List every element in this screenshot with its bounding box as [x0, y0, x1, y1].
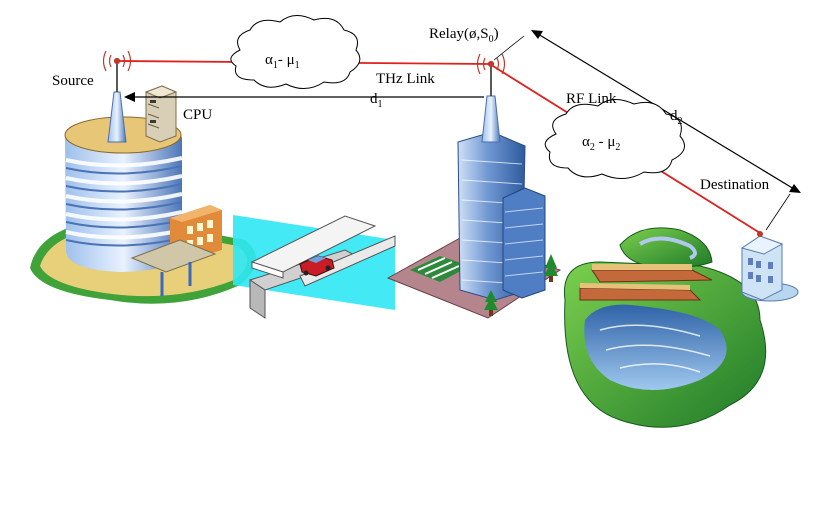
relay-label-leader [493, 35, 525, 61]
cloud1-channel-label: α1- μ1 [265, 52, 300, 71]
cloud-icon [230, 15, 361, 89]
thz-link-label: THz Link [376, 71, 435, 87]
relay-building [386, 66, 562, 319]
rf-link-label: RF Link [566, 91, 617, 107]
cloud-icon [544, 99, 685, 179]
cpu-label: CPU [183, 107, 213, 123]
cloud2-channel-label: α2 - μ2 [582, 134, 621, 153]
d2-label: d2 [670, 108, 683, 127]
source-building [30, 116, 257, 304]
d1-label: d1 [370, 91, 383, 110]
destination-label-leader [765, 193, 791, 231]
house-icon [740, 231, 799, 302]
destination-label: Destination [700, 177, 770, 193]
source-label: Source [52, 73, 94, 89]
d2-arrow [531, 30, 801, 193]
source-antenna-mast [107, 60, 127, 143]
d1-arrow [124, 92, 484, 102]
relay-label: Relay(ø,S0) [429, 26, 499, 45]
server-rack-icon [144, 85, 178, 143]
island-river [563, 227, 767, 428]
tree-icon [484, 254, 558, 316]
car-icon [299, 255, 335, 277]
